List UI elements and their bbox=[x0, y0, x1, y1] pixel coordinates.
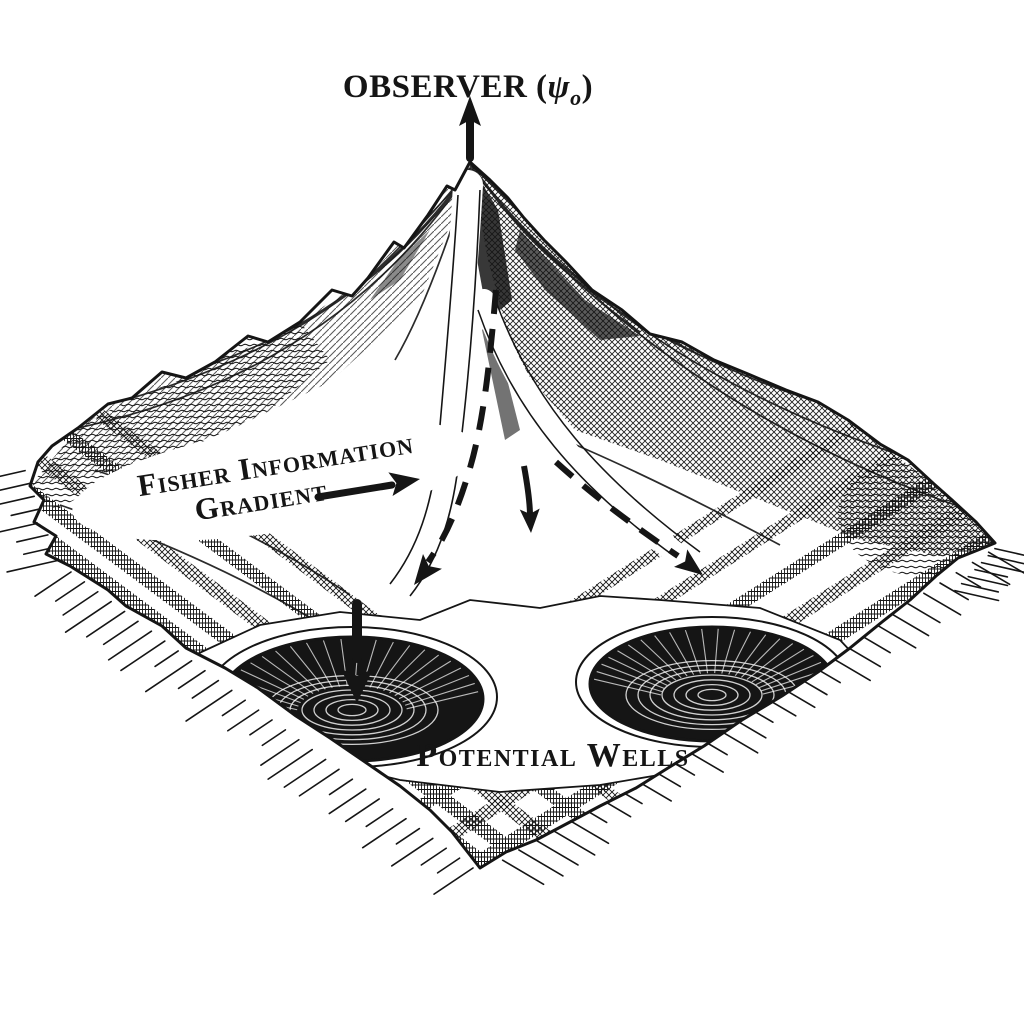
terrain-block bbox=[30, 162, 995, 868]
flow-arrow-mid bbox=[521, 465, 533, 517]
plateau-upper-left bbox=[30, 322, 330, 510]
fisher-label-band bbox=[72, 419, 478, 541]
observer-label: OBSERVER (ψo) bbox=[343, 69, 593, 110]
mountain-right-face bbox=[470, 162, 995, 556]
gradient-arrow bbox=[314, 481, 396, 501]
potential-wells-label: Potential Wells bbox=[416, 737, 689, 774]
ground-hatching bbox=[0, 469, 1024, 895]
flow-arrow-right bbox=[553, 459, 680, 559]
potential-well-right bbox=[575, 616, 849, 748]
flow-arrow-center bbox=[425, 289, 499, 564]
arrows bbox=[314, 96, 703, 703]
